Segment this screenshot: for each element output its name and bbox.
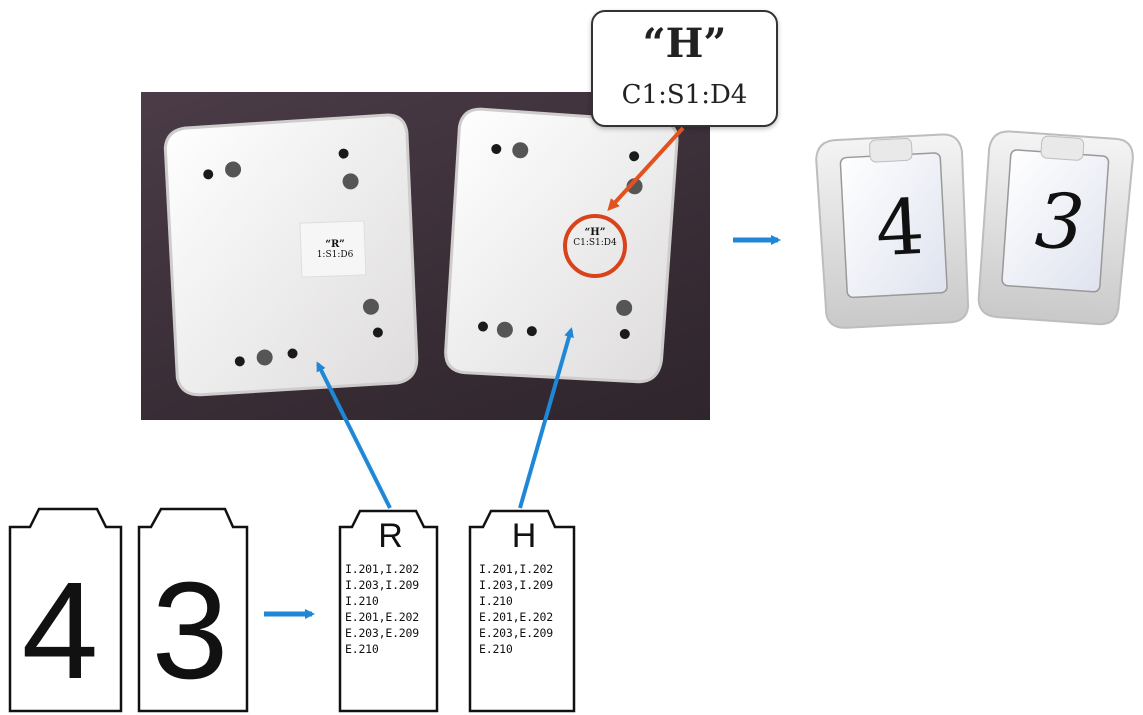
left-tile-back (163, 113, 419, 397)
blank-cards-outline (8, 507, 249, 713)
blank-card-4-number: 4 (21, 554, 99, 708)
code-line: E.203,E.209 (345, 626, 419, 640)
arrow-r-to-left-tile (316, 361, 392, 509)
tile-backs-drawing (163, 107, 679, 397)
tile-backs-photo: “R” 1:S1:D6 “H” C1:S1:D4 (141, 92, 710, 420)
callout-code: C1:S1:D4 (621, 80, 748, 110)
code-line: I.203,I.209 (479, 578, 553, 592)
finished-tiles-drawing (815, 130, 1134, 329)
blank-card-3-shape (137, 507, 249, 713)
blank-card-3-number: 3 (151, 554, 229, 708)
code-line: E.201,E.202 (345, 610, 419, 624)
coded-cards-outline (338, 509, 576, 713)
callout-arrow (607, 126, 685, 211)
right-tile-label: “H” C1:S1:D4 (573, 227, 617, 248)
code-callout: “H” C1:S1:D4 (591, 10, 778, 127)
code-line: I.201,I.202 (345, 562, 419, 576)
code-line: I.210 (345, 594, 379, 608)
left-tile-label: “R” 1:S1:D6 (316, 239, 354, 260)
finished-tile-3 (977, 130, 1134, 326)
code-line: E.201,E.202 (479, 610, 553, 624)
right-tile-back (444, 107, 679, 384)
code-line: I.203,I.209 (345, 578, 419, 592)
code-line: I.201,I.202 (479, 562, 553, 576)
finished-tile-4 (815, 133, 970, 329)
coded-card-r-shape (338, 509, 439, 713)
coded-card-r-letter: R (378, 517, 403, 555)
blank-card-4-shape (8, 507, 123, 713)
code-line: E.203,E.209 (479, 626, 553, 640)
coded-card-h-shape (468, 509, 576, 713)
code-line: I.210 (479, 594, 513, 608)
finished-tiles: 4 3 (812, 125, 1143, 335)
code-line: E.210 (479, 642, 513, 656)
arrow-h-to-right-tile (518, 327, 574, 509)
coded-card-h-letter: H (511, 517, 537, 555)
highlight-circle (563, 214, 627, 278)
code-line: E.210 (345, 642, 379, 656)
callout-letter: “H” (642, 20, 727, 67)
